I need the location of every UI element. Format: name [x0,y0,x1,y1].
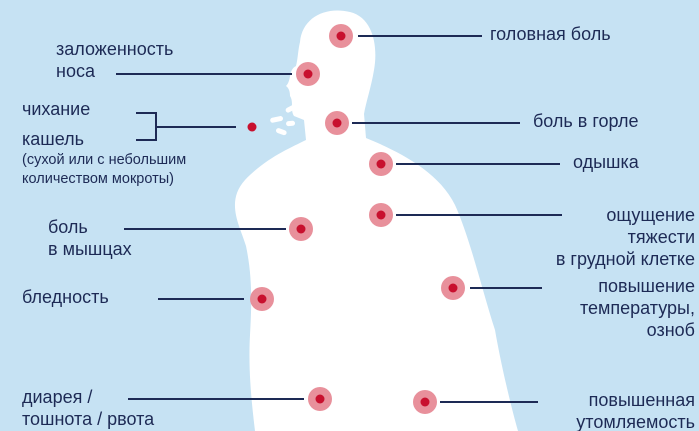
label-fatigue-line1: повышенная [576,389,695,411]
label-gi-line1: диарея / [22,386,154,408]
label-nasal-congestion-line2: носа [56,60,173,82]
marker-muscle-pain [289,217,313,241]
label-cough-note: (сухой или с небольшим количеством мокро… [22,151,186,189]
marker-pallor [250,287,274,311]
marker-shortness-of-breath [369,152,393,176]
label-chest-tightness-line2: тяжести [556,226,695,248]
label-headache: головная боль [490,23,611,45]
label-fatigue-line2: утомляемость [576,411,695,431]
label-muscle-pain: боль в мышцах [48,216,132,260]
label-cough-note-line1: (сухой или с небольшим [22,151,186,170]
label-sneezing-text: чихание [22,99,90,119]
label-pallor: бледность [22,286,109,308]
marker-sore-throat [325,111,349,135]
marker-sneeze-cough [248,123,257,132]
label-headache-text: головная боль [490,24,611,44]
label-muscle-pain-line2: в мышцах [48,238,132,260]
label-muscle-pain-line1: боль [48,216,132,238]
label-chest-tightness-line3: в грудной клетке [556,248,695,270]
label-fever-line3: озноб [580,319,695,341]
label-fatigue: повышенная утомляемость [576,389,695,431]
label-chest-tightness: ощущение тяжести в грудной клетке [556,204,695,270]
spray-mark [275,127,287,135]
label-cough-note-line2: количеством мокроты) [22,170,186,189]
marker-fatigue [413,390,437,414]
bracket-sneeze-cough [136,113,156,140]
label-sneezing: чихание [22,98,90,120]
label-fever-line1: повышение [580,275,695,297]
label-sore-throat-text: боль в горле [533,111,638,131]
label-nasal-congestion: заложенность носа [56,38,173,82]
marker-nasal-congestion [296,62,320,86]
label-cough-text: кашель [22,129,84,149]
marker-fever [441,276,465,300]
spray-mark [270,116,284,124]
marker-chest-tightness [369,203,393,227]
label-fever-line2: температуры, [580,297,695,319]
label-gi-line2: тошнота / рвота [22,408,154,430]
label-shortness-of-breath: одышка [573,151,639,173]
label-chest-tightness-line1: ощущение [556,204,695,226]
label-sore-throat: боль в горле [533,110,638,132]
marker-headache [329,24,353,48]
label-cough: кашель [22,128,84,150]
marker-gi [308,387,332,411]
spray-mark [286,121,295,127]
label-fever: повышение температуры, озноб [580,275,695,341]
label-pallor-text: бледность [22,287,109,307]
label-nasal-congestion-line1: заложенность [56,38,173,60]
label-shortness-of-breath-text: одышка [573,152,639,172]
label-gi: диарея / тошнота / рвота [22,386,154,430]
